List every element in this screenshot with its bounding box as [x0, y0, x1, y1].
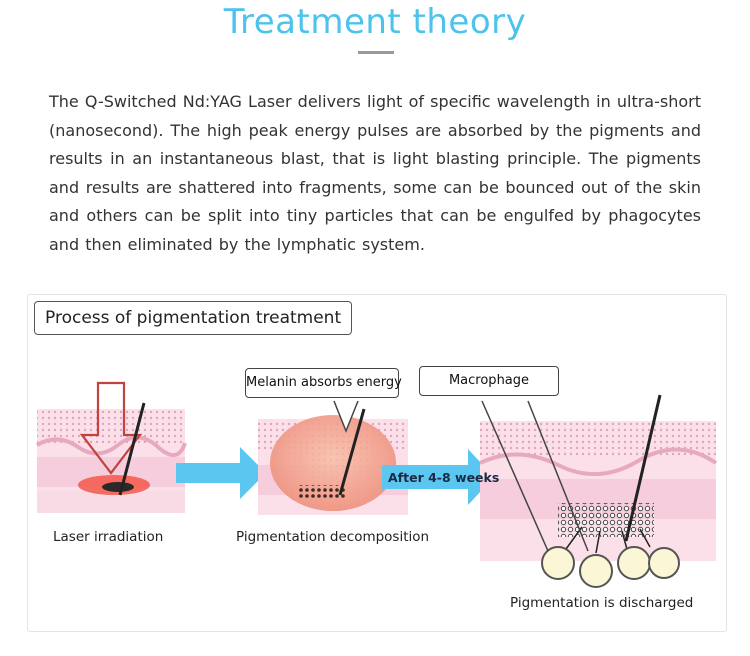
progress-arrow-2 [382, 449, 494, 505]
step-label-laser: Laser irradiation [53, 529, 164, 545]
title-underline [358, 51, 394, 54]
callout-macrophage: Macrophage [419, 366, 559, 396]
arrow-label-weeks: After 4-8 weeks [388, 470, 500, 485]
step-label-discharge: Pigmentation is discharged [510, 595, 694, 611]
treatment-description: The Q-Switched Nd:YAG Laser delivers lig… [49, 92, 701, 254]
page-title: Treatment theory [223, 2, 527, 42]
skin-layer-decomposition [258, 408, 408, 515]
skin-layer-laser [36, 409, 187, 513]
callout-melanin: Melanin absorbs energy [245, 368, 402, 398]
process-illustration [36, 381, 718, 588]
step-label-decomposition: Pigmentation decomposition [236, 529, 430, 545]
process-diagram: Process of pigmentation treatment Melani… [27, 294, 727, 632]
skin-layer-discharge [479, 394, 718, 588]
laser-arrow [78, 381, 150, 496]
progress-arrow-1 [176, 447, 266, 499]
diagram-title: Process of pigmentation treatment [34, 301, 353, 335]
